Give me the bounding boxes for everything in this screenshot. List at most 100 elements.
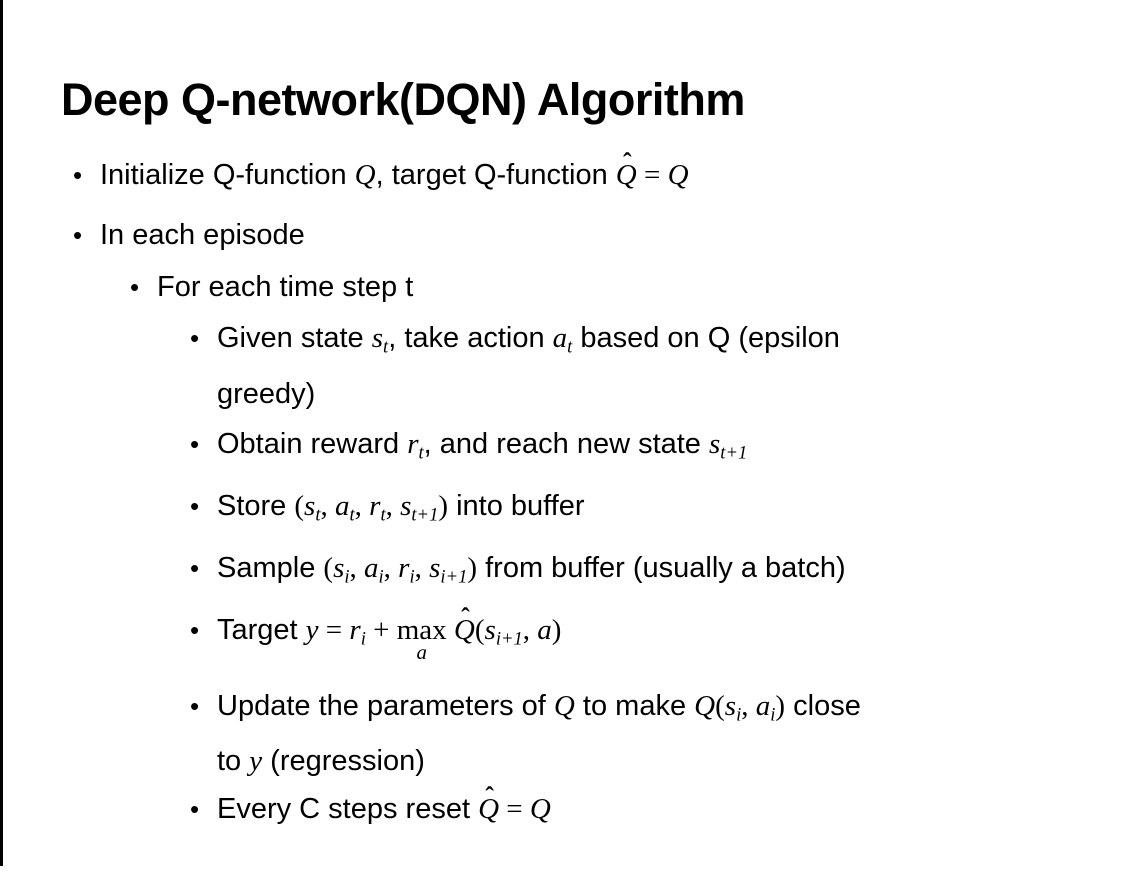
math-operator: ): [775, 689, 786, 722]
bullet-content: Obtain reward rt, and reach new state st…: [217, 421, 1124, 477]
math-var: a: [755, 689, 771, 722]
text-run: In each episode: [100, 219, 305, 251]
math-var: a: [335, 490, 350, 523]
text-run: close: [785, 689, 861, 722]
math-subscript: t: [418, 442, 424, 464]
math-var: Q: [615, 159, 637, 191]
text-run: Initialize Q-function: [100, 159, 355, 191]
hat-accent: ˆ: [622, 148, 632, 177]
text-line: Initialize Q-function Q, target Q-functi…: [100, 148, 1124, 198]
math-var: r: [349, 614, 361, 647]
bullet-item: •For each time step t: [0, 264, 1124, 310]
math-operator: ,: [383, 551, 399, 584]
math-var: s: [724, 689, 737, 722]
math-var: r: [398, 551, 410, 584]
math-var: Q: [529, 793, 551, 826]
math-var: y: [305, 614, 319, 647]
math-subscript: t: [315, 504, 321, 526]
math-operator: (: [323, 551, 334, 584]
text-run: Update the parameters of: [217, 689, 554, 722]
text-run: Store: [217, 490, 295, 523]
math-var: a: [552, 322, 568, 354]
bullet-content: In each episode: [100, 212, 1124, 258]
text-run: Given state: [217, 322, 372, 354]
math-operator: ,: [522, 614, 538, 647]
bullet-item: •Given state st, take action at based on…: [0, 315, 1124, 417]
math-subscript: i: [736, 704, 742, 726]
hat-accent: ˆ: [485, 782, 494, 812]
bullet-content: Update the parameters of Q to make Q(si,…: [217, 683, 1124, 785]
math-operator: ): [467, 551, 478, 584]
math-operator: =: [499, 793, 530, 826]
math-var: Q: [667, 159, 689, 191]
math-operator: [447, 614, 454, 646]
math-var: Q: [694, 689, 716, 722]
text-run: based on Q (epsilon: [572, 322, 840, 354]
math-var: Q: [478, 793, 500, 826]
math-operator: ,: [741, 689, 756, 722]
bullet-marker-icon: •: [190, 491, 200, 522]
math-var: s: [371, 322, 384, 354]
math-subscript: t+1: [720, 442, 748, 464]
math-operator: (: [474, 614, 485, 647]
bullet-content: For each time step t: [157, 264, 1124, 310]
math-operator: ,: [349, 551, 365, 584]
math-var: s: [333, 551, 345, 584]
text-run: , take action: [388, 322, 553, 354]
math-subscript: i: [378, 566, 384, 588]
bullet-marker-icon: •: [190, 323, 200, 353]
bullet-marker-icon: •: [190, 428, 200, 459]
math-var: s: [429, 551, 441, 584]
math-subscript: t: [349, 504, 355, 526]
math-operator: ): [551, 614, 562, 647]
math-subscript: i: [344, 566, 350, 588]
text-run: For each time step t: [157, 271, 414, 303]
text-run: greedy): [217, 377, 316, 410]
text-run: from buffer (usually a batch): [477, 551, 846, 584]
bullet-item: • Initialize Q-function Q, target Q-funct…: [0, 148, 1124, 198]
text-line: Given state st, take action at based on …: [217, 315, 1124, 371]
math-operator: +: [365, 614, 397, 647]
text-line: In each episode: [100, 212, 1124, 258]
bullet-item: •Update the parameters of Q to make Q(si…: [0, 683, 1124, 785]
math-var: r: [369, 490, 381, 523]
bullet-item: •Store (st, at, rt, st+1) into buffer: [0, 483, 1124, 539]
math-subscript: t: [380, 504, 386, 526]
math-subscript: t+1: [411, 504, 439, 526]
bullet-marker-icon: •: [190, 794, 200, 825]
text-run: Every C steps reset: [217, 793, 479, 826]
text-line: Obtain reward rt, and reach new state st…: [217, 421, 1124, 477]
bullet-marker-icon: •: [73, 160, 83, 190]
text-run: to: [217, 745, 250, 778]
math-subscript: t: [567, 336, 573, 358]
text-line: greedy): [217, 371, 1124, 417]
math-operator: ,: [320, 490, 335, 523]
math-var: Q: [553, 689, 575, 722]
math-subscript: i: [770, 704, 776, 726]
bullet-marker-icon: •: [190, 552, 200, 583]
math-subscript: t: [383, 336, 389, 358]
bullet-marker-icon: •: [190, 615, 200, 646]
bullet-content: Given state st, take action at based on …: [217, 315, 1124, 417]
math-var: a: [537, 614, 552, 647]
text-run: Obtain reward: [217, 427, 408, 460]
math-var: Q: [354, 159, 376, 191]
max-label: max: [396, 614, 447, 647]
math-var: r: [407, 427, 419, 460]
text-run: , and reach new state: [423, 427, 709, 460]
math-var: s: [304, 490, 316, 523]
text-line: to y (regression): [217, 738, 1124, 784]
math-var: y: [249, 745, 263, 778]
math-operator: =: [636, 159, 668, 191]
text-line: Sample (si, ai, ri, si+1) from buffer (u…: [217, 545, 1124, 601]
math-var: Q: [453, 614, 475, 647]
text-run: Sample: [217, 551, 324, 584]
math-operator: ,: [385, 490, 401, 523]
